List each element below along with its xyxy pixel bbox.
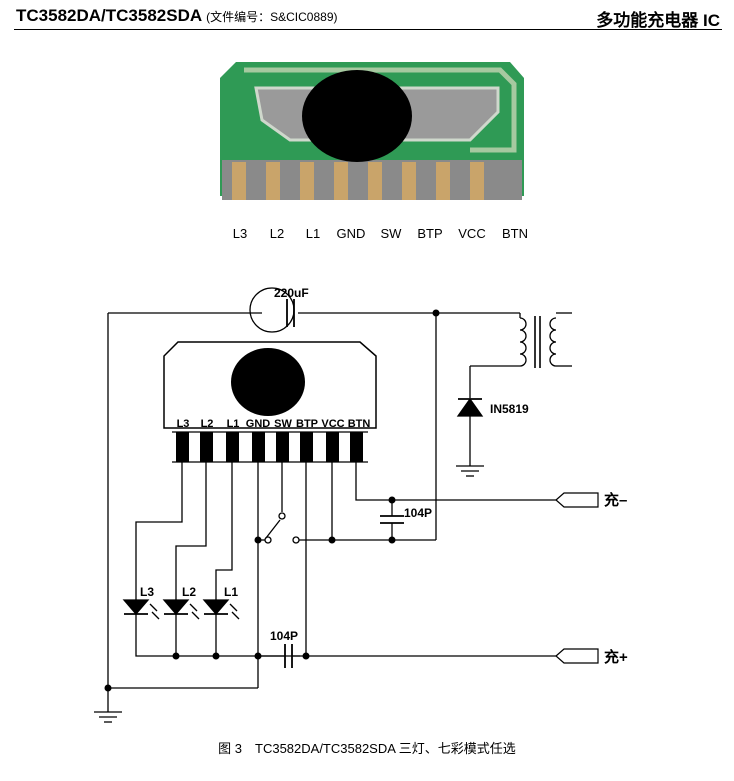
page-header: TC3582DA/TC3582SDA(文件编号：S&CIC0889) 多功能充电… (0, 0, 734, 32)
chip-pin-label: BTN (348, 418, 371, 430)
package-pin-label: GND (337, 226, 366, 241)
wire (135, 462, 300, 657)
switch-contact (264, 536, 272, 544)
document-number: (文件编号：S&CIC0889) (206, 10, 338, 24)
cap-104p-bottom-label: 104P (270, 629, 298, 643)
ground-symbol-left (94, 711, 122, 723)
package-pin-label: VCC (458, 226, 485, 241)
chip-body (163, 341, 377, 429)
switch-contact (292, 536, 300, 544)
diode-label: IN5819 (490, 402, 529, 416)
schematic (94, 287, 599, 723)
chip-pin-label: L1 (227, 418, 240, 430)
switch-lever (265, 519, 281, 539)
product-name: TC3582DA/TC3582SDA (16, 6, 203, 25)
package-pin-label: BTP (417, 226, 442, 241)
chip-pin-label: BTP (296, 418, 318, 430)
package-pin-label: L2 (270, 226, 284, 241)
chip-pin-label: GND (246, 418, 271, 430)
terminal-charge-minus (555, 492, 599, 508)
cap-220uf-label: 220uF (274, 286, 309, 300)
pcb-trace-outer (244, 67, 517, 153)
chip-pin-label: L2 (201, 418, 214, 430)
charge-minus-label: 充– (604, 491, 627, 509)
document-title: TC3582DA/TC3582SDA(文件编号：S&CIC0889) (16, 6, 338, 26)
led-label-l1: L1 (224, 585, 238, 599)
chip-blob-photo (302, 70, 412, 162)
product-category: 多功能充电器 IC (596, 11, 720, 30)
header-rule (14, 29, 722, 30)
chip-package-photo (220, 62, 524, 200)
coil-primary (519, 317, 527, 367)
led-l2 (162, 599, 200, 620)
switch-contact (278, 512, 286, 520)
led-l3 (122, 599, 160, 620)
diode-triangle (456, 397, 484, 417)
led-l1 (202, 599, 240, 620)
wire (175, 462, 207, 656)
package-pin-label: SW (381, 226, 403, 241)
chip-pin-label: VCC (321, 418, 344, 430)
schematic-labels: L3 L2 L1 GND SW BTP VCC BTN (177, 418, 371, 430)
chip-blob-schematic (231, 348, 305, 416)
ground-symbol-right (456, 465, 484, 477)
wire (215, 462, 233, 656)
coil-secondary (549, 317, 557, 367)
led-label-l2: L2 (182, 585, 196, 599)
led-label-l3: L3 (140, 585, 154, 599)
package-pin-label: L1 (306, 226, 320, 241)
chip-pin-label: L3 (177, 418, 190, 430)
charge-plus-label: 充+ (604, 648, 628, 666)
wire (355, 462, 556, 501)
pcb-gold-fingers (232, 162, 484, 200)
chip-pin-label: SW (274, 418, 292, 430)
cap-104p-mid-label: 104P (404, 506, 432, 520)
package-pin-label: BTN (502, 226, 528, 241)
terminal-charge-plus (555, 648, 599, 664)
chip-pins (176, 432, 363, 462)
package-pin-labels: L3 L2 L1 GND SW BTP VCC BTN (233, 226, 528, 241)
junction-dots (104, 309, 440, 692)
package-pin-label: L3 (233, 226, 247, 241)
figure-caption: 图 3 TC3582DA/TC3582SDA 三灯、七彩模式任选 (218, 741, 516, 756)
